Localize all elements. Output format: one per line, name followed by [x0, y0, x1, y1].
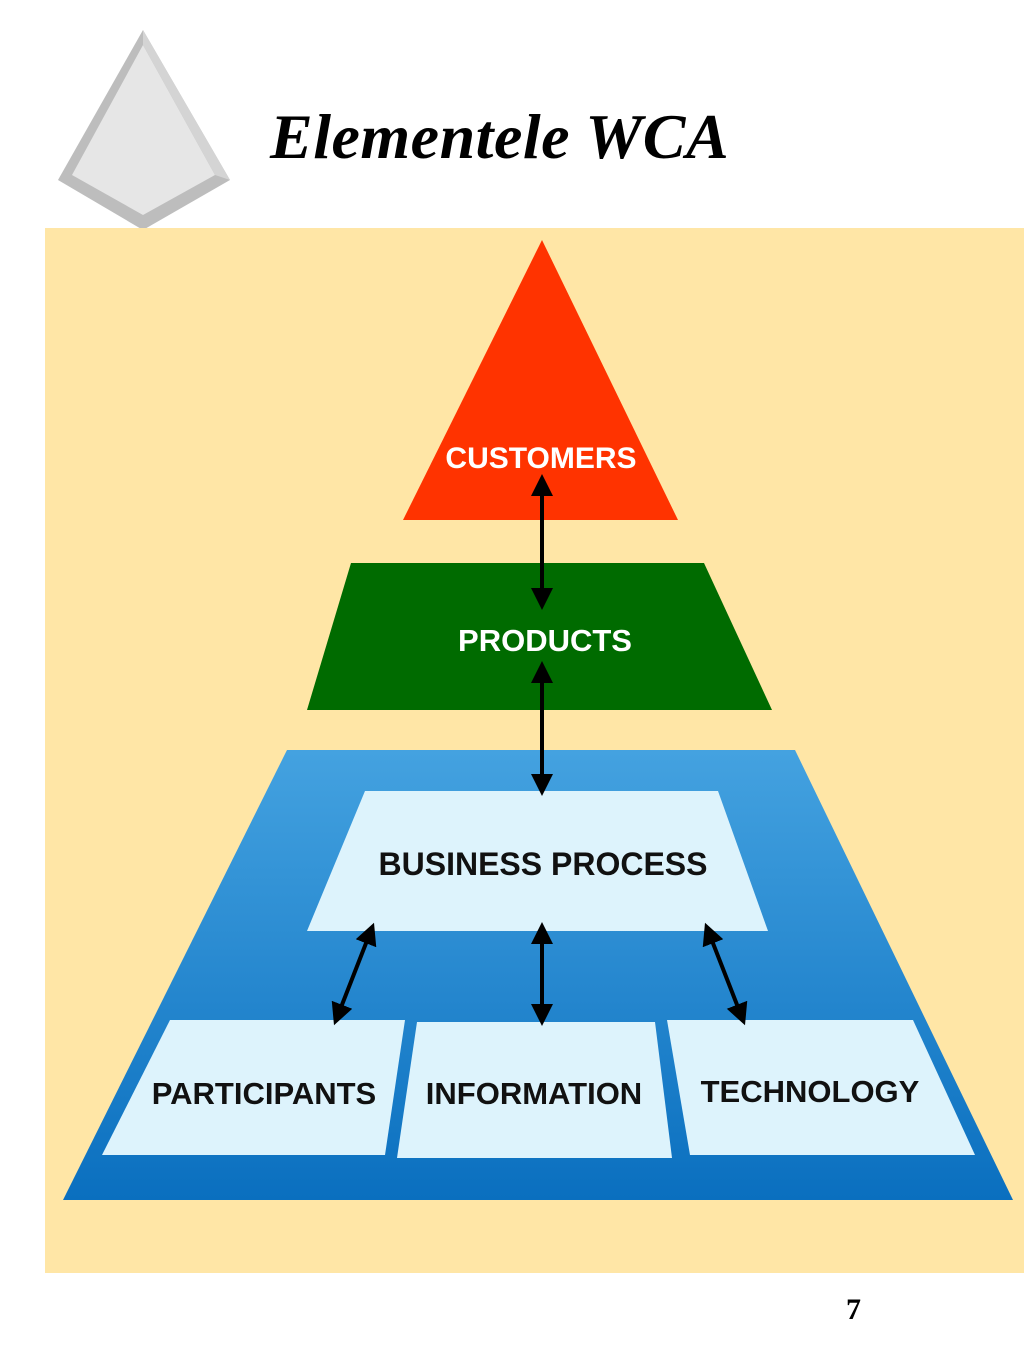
- products-trapezoid: PRODUCTS: [307, 563, 772, 710]
- technology-box: TECHNOLOGY: [667, 1020, 975, 1155]
- customers-label: CUSTOMERS: [445, 442, 636, 475]
- information-box: INFORMATION: [397, 1022, 672, 1158]
- connector-arrows: [331, 474, 748, 1026]
- slide-title: Elementele WCA: [270, 101, 730, 172]
- participants-box: PARTICIPANTS: [102, 1020, 405, 1155]
- page-number: 7: [846, 1293, 861, 1326]
- wca-pyramid-diagram: CUSTOMERS PRODUCTS BUSINESS PROCESS PART…: [45, 228, 1024, 1273]
- business-process-box: BUSINESS PROCESS: [307, 791, 768, 931]
- business-process-label: BUSINESS PROCESS: [379, 846, 708, 882]
- products-label: PRODUCTS: [458, 623, 632, 658]
- technology-label: TECHNOLOGY: [701, 1074, 920, 1109]
- information-label: INFORMATION: [426, 1076, 642, 1111]
- double-arrow-icon: [702, 922, 748, 1026]
- diamond-icon: [58, 30, 230, 230]
- customers-triangle: CUSTOMERS: [403, 240, 678, 520]
- participants-label: PARTICIPANTS: [152, 1076, 376, 1111]
- double-arrow-icon: [331, 922, 377, 1026]
